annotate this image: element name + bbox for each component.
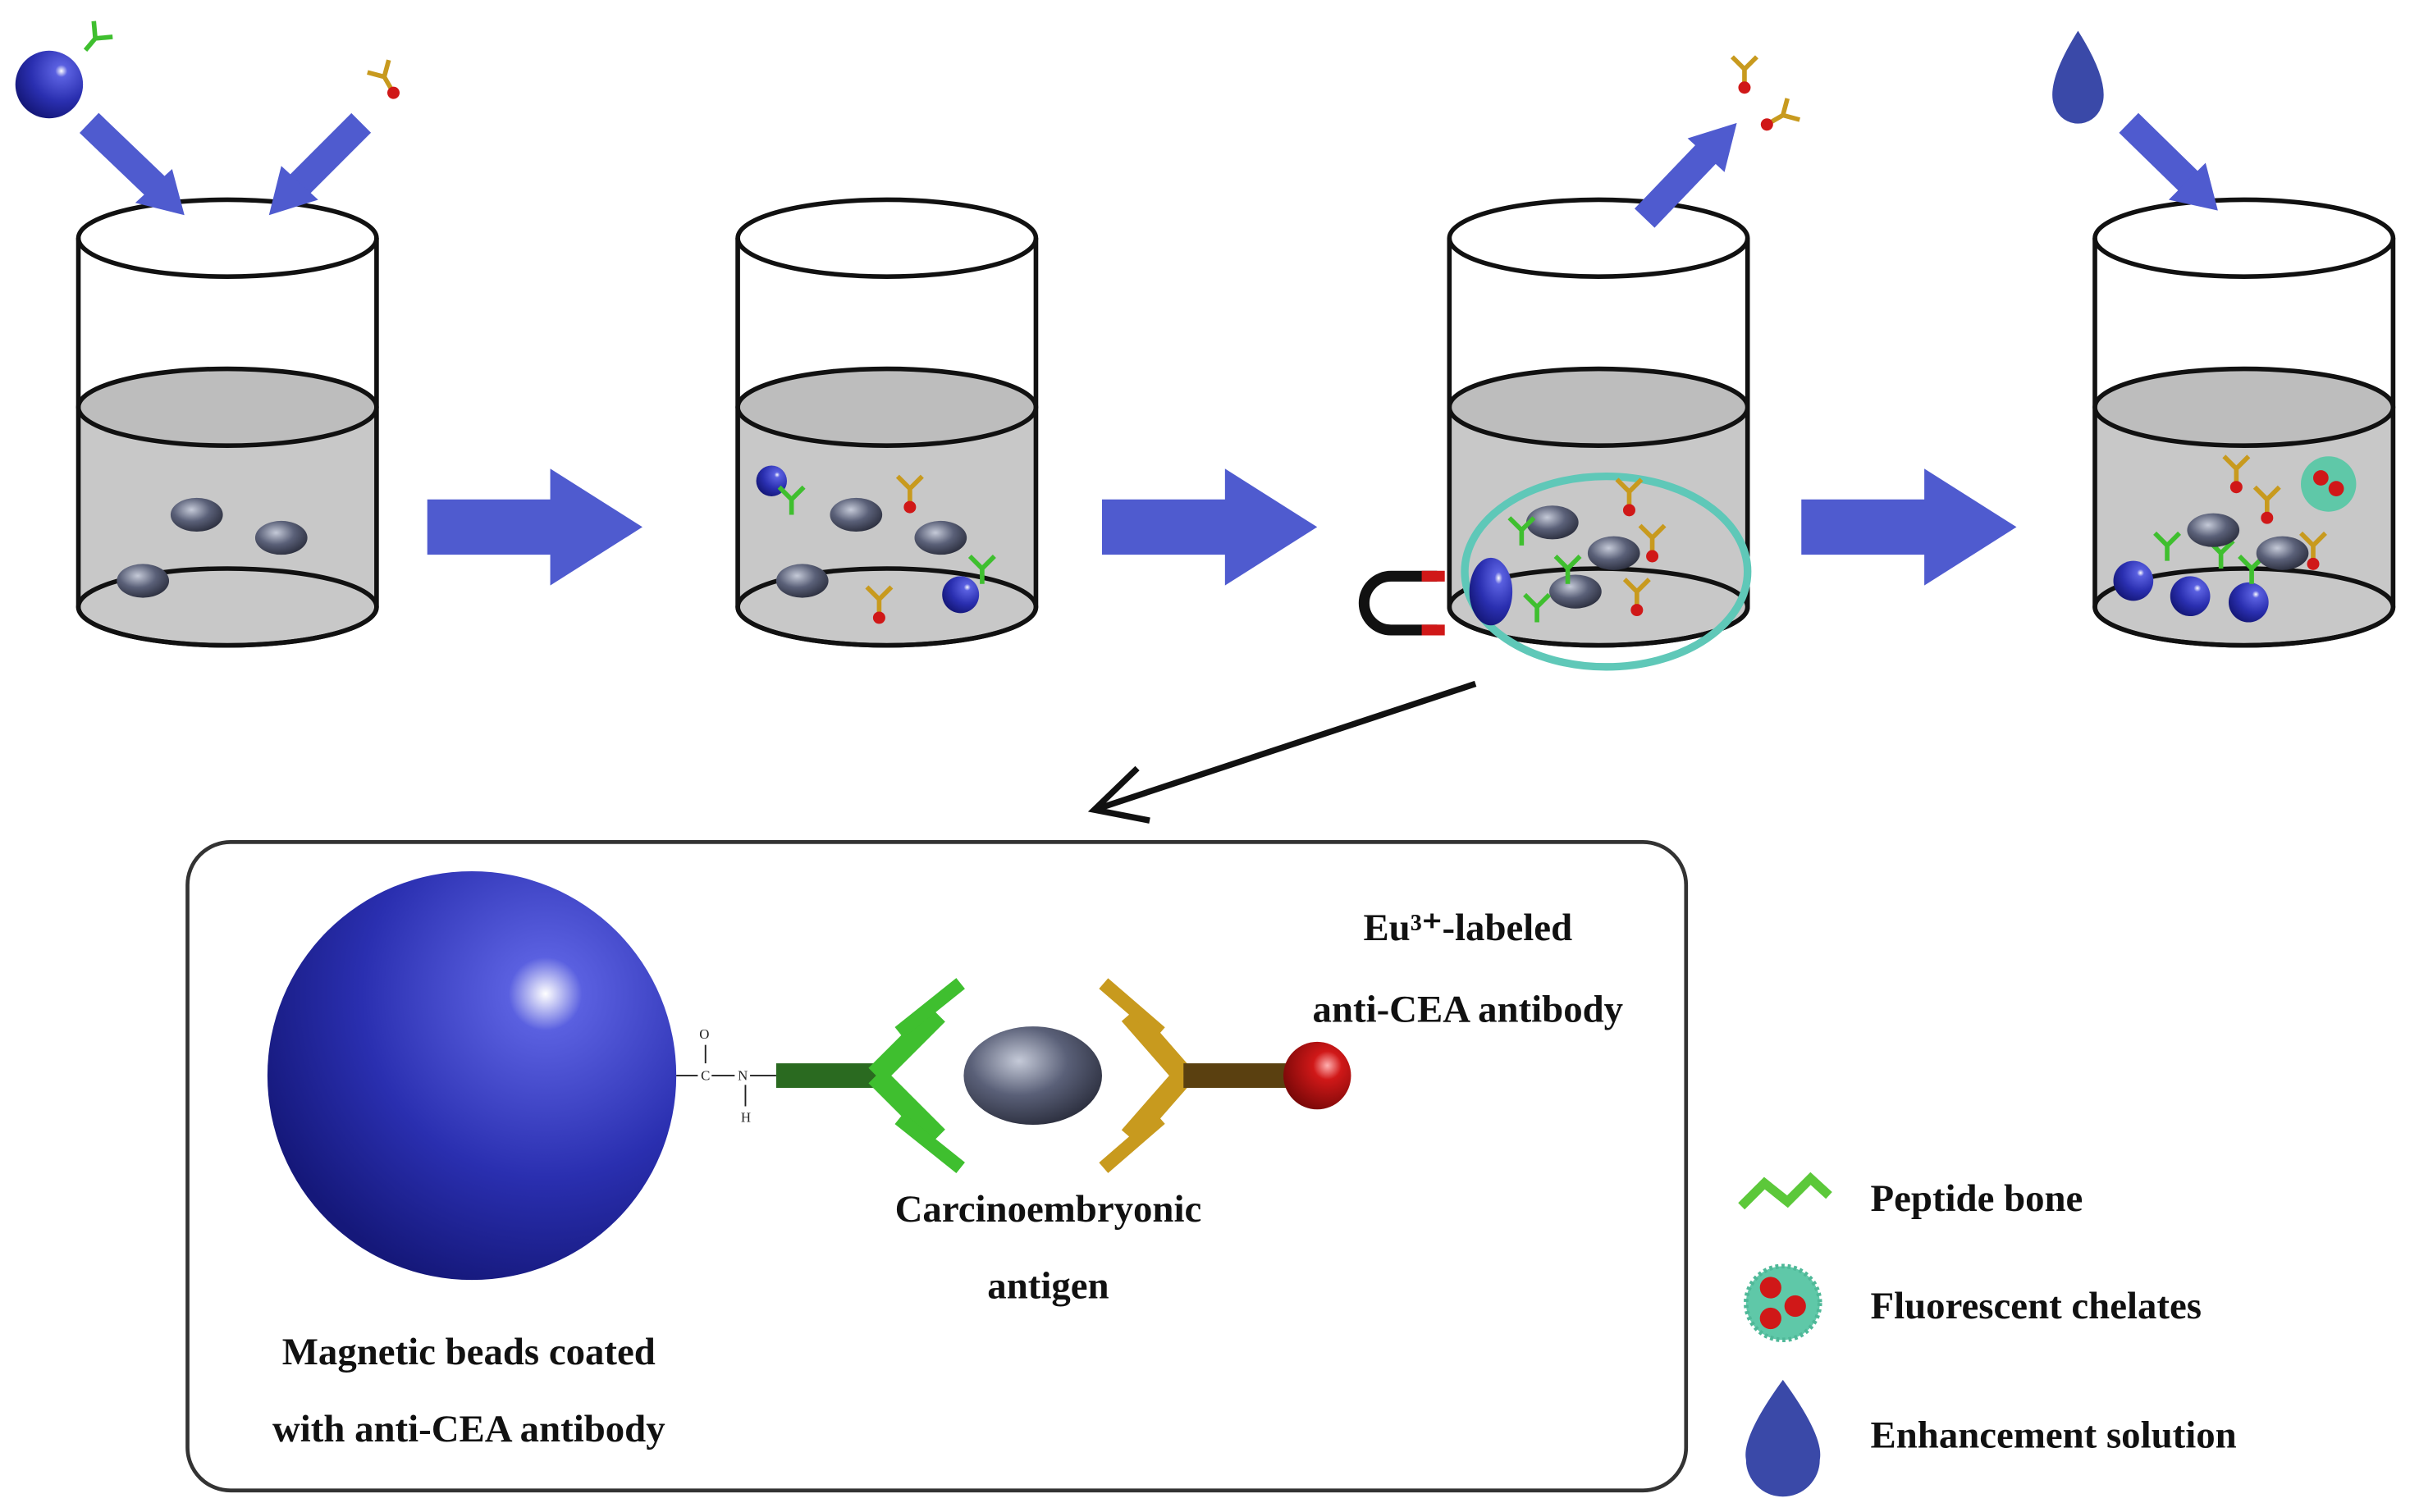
labeled-antibody-label-line1: Eu³⁺-labeled xyxy=(1363,907,1572,949)
linker-atom: C xyxy=(701,1068,710,1084)
legend-label: Fluorescent chelates xyxy=(1871,1285,2202,1327)
arrow-icon xyxy=(2119,112,2205,198)
wash-out-arrow xyxy=(1635,57,1799,228)
beaker-step-3 xyxy=(1449,199,1752,671)
complex-highlight xyxy=(1461,472,1752,671)
amide-linker: O C N H xyxy=(676,1026,776,1125)
process-arrow-icon xyxy=(1801,468,2017,586)
process-arrow-icon xyxy=(1102,468,1318,586)
legend-label: Peptide bone xyxy=(1871,1177,2083,1220)
fluorescent-chelate-icon xyxy=(1744,1263,1822,1343)
arrow-icon xyxy=(281,112,372,203)
process-arrow-icon xyxy=(427,468,643,586)
beaker-step-1 xyxy=(79,199,377,645)
linker-atom: O xyxy=(699,1026,709,1042)
legend-label: Enhancement solution xyxy=(1871,1414,2237,1456)
bead-label-line1: Magnetic beads coated xyxy=(282,1331,656,1373)
europium-label xyxy=(1283,1041,1351,1110)
drop-icon xyxy=(1745,1379,1821,1497)
legend-item-fluorescent-chelates: Fluorescent chelates xyxy=(1744,1263,2202,1343)
antigen-label-line2: antigen xyxy=(987,1265,1109,1308)
beaker-step-4 xyxy=(2095,199,2393,645)
labeled-antibody-label-line2: anti-CEA antibody xyxy=(1313,989,1624,1031)
magnetic-bead-large xyxy=(267,870,677,1281)
peptide-bone-icon xyxy=(1738,1172,1832,1210)
legend-item-peptide-bone: Peptide bone xyxy=(1738,1172,2083,1220)
legend-item-enhancement-solution: Enhancement solution xyxy=(1745,1379,2237,1497)
beaker-step-2 xyxy=(738,199,1036,645)
linker-atom: H xyxy=(741,1109,751,1125)
linker-atom: N xyxy=(738,1068,748,1084)
enhancement-drop-icon xyxy=(2052,30,2104,124)
bead-label-line2: with anti-CEA antibody xyxy=(272,1408,665,1450)
magnet-icon xyxy=(1358,570,1445,636)
arrow-icon xyxy=(79,112,171,203)
antigen-large xyxy=(963,1026,1103,1126)
detail-panel: O C N H Magnetic beads coated with anti-… xyxy=(185,840,1689,1493)
magnetic-bead-icon xyxy=(15,50,84,119)
antigen-label-line1: Carcinoembryonic xyxy=(895,1188,1202,1231)
legend: Peptide bone Fluorescent chelates Enhanc… xyxy=(1738,1172,2237,1497)
reagent-inputs xyxy=(15,21,408,216)
zoom-pointer-arrow xyxy=(1087,680,1477,824)
detection-antibody xyxy=(1099,978,1351,1173)
capture-antibody xyxy=(775,978,965,1174)
